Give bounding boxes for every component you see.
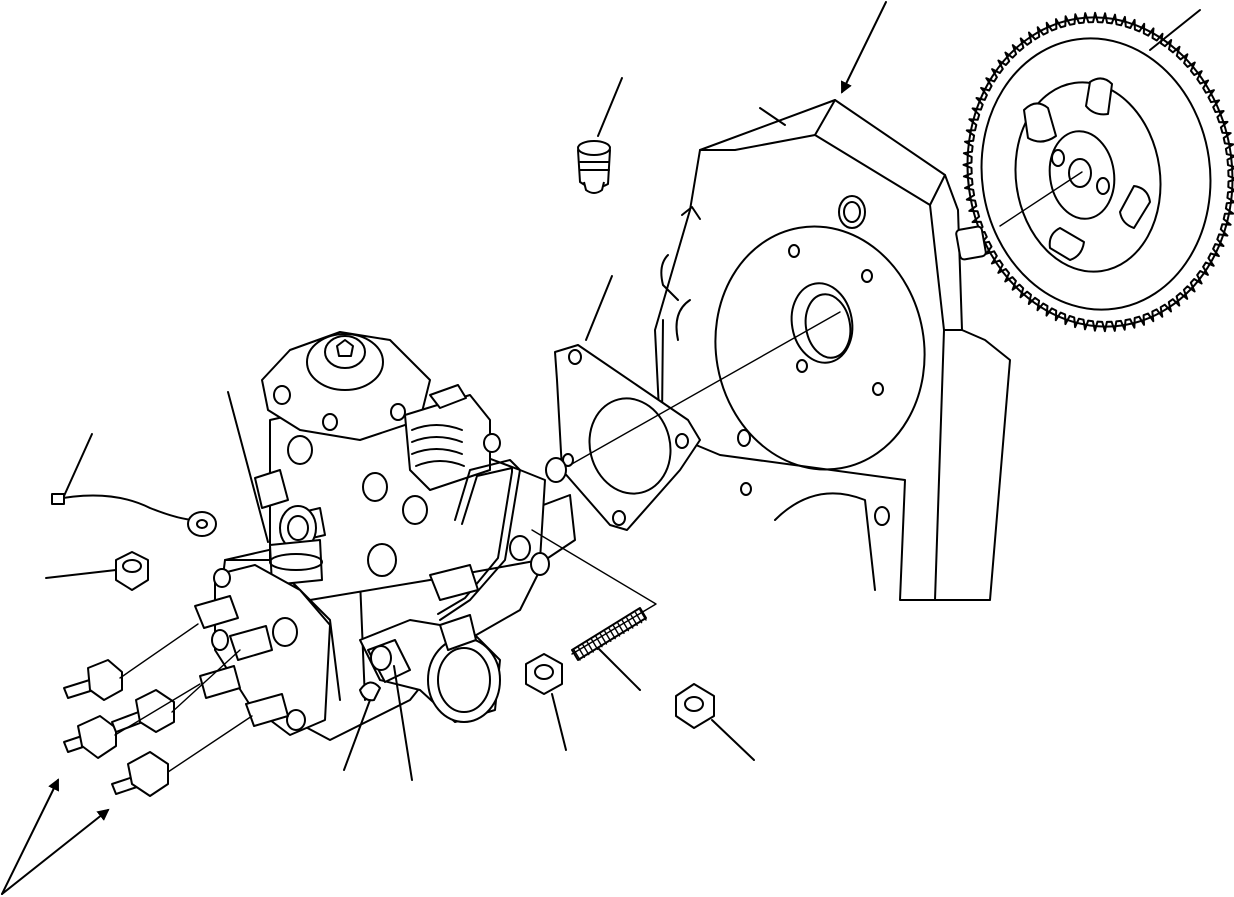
leader-lines <box>1 1 1201 895</box>
injection-pump-assembly <box>194 331 576 741</box>
stud-thread-mark <box>617 622 625 635</box>
leader-gear <box>1149 9 1201 51</box>
pipe-fitting-2 <box>63 715 117 759</box>
stud-thread-mark <box>604 630 612 643</box>
stud-thread-mark <box>608 627 616 640</box>
pipe-fittings <box>63 623 253 797</box>
flange-nut-left <box>115 551 149 591</box>
ground-wire <box>51 493 217 537</box>
stud-thread-mark <box>630 614 638 627</box>
stud-thread-mark <box>621 619 630 632</box>
flange-nut-right <box>675 683 715 729</box>
gear-teeth <box>962 11 1234 333</box>
pipe-fitting-1 <box>63 659 123 701</box>
leader-housing <box>841 1 887 94</box>
plug-fitting <box>577 140 611 194</box>
leader-pump-body <box>227 391 269 543</box>
timing-gear <box>962 11 1234 333</box>
leader-nut-right <box>711 719 755 761</box>
flange-nut-center <box>525 653 563 695</box>
pipe-fitting-3 <box>111 689 175 733</box>
leader-nut-center <box>551 693 567 751</box>
pipe-fitting-4 <box>111 751 169 797</box>
stud-thread-mark <box>626 617 634 629</box>
stud-thread-mark <box>639 609 647 621</box>
leader-stud <box>597 647 641 691</box>
leader-plug <box>597 77 623 137</box>
stud-thread-mark <box>599 633 608 645</box>
leader-solenoid-b <box>393 665 413 781</box>
leader-nut-left <box>45 569 117 579</box>
leader-solenoid-a <box>343 699 371 771</box>
flange-gasket <box>554 311 841 531</box>
leader-ground-wire <box>63 433 93 497</box>
stud-thread-mark <box>634 611 643 624</box>
leader-gasket <box>585 275 613 341</box>
stud-thread-mark <box>612 625 621 637</box>
leader-arrows-fittings <box>1 778 110 895</box>
gear-housing <box>654 99 1011 601</box>
